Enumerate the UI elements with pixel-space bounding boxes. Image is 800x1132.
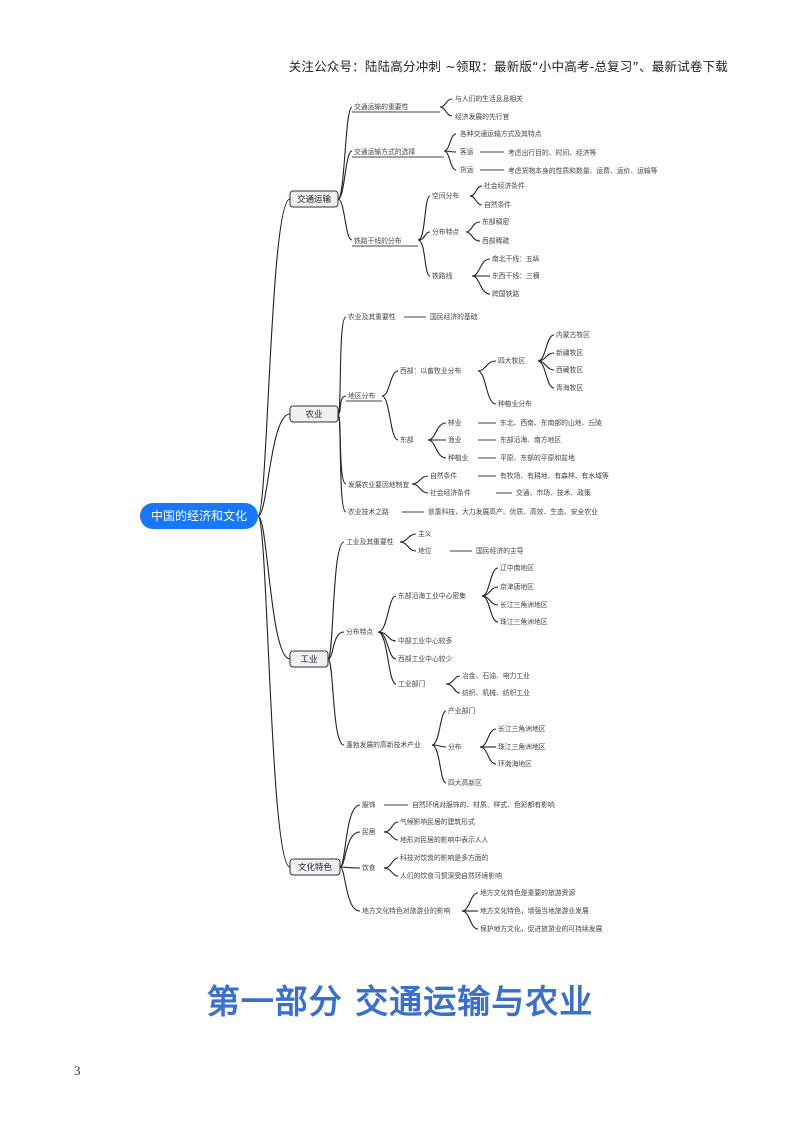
leaf-text: 农业及其重要性 xyxy=(348,312,396,321)
leaf-text: 四大牧区 xyxy=(498,356,525,365)
leaf-text: 社会经济条件 xyxy=(484,181,525,190)
leaf-text: 京津唐地区 xyxy=(500,582,534,591)
leaf-text: 西部：以畜牧业分布 xyxy=(400,366,461,375)
leaf-text: 国民经济的基础 xyxy=(430,312,478,321)
leaf-text: 东北、西南、东南部的山地、丘陵 xyxy=(500,418,602,427)
leaf-text: 分布特点 xyxy=(432,227,459,236)
leaf-text: 跨国铁路 xyxy=(492,289,519,298)
leaf-text: 新疆牧区 xyxy=(556,348,583,357)
leaf-text: 经济发展的先行官 xyxy=(455,112,510,121)
leaf-text: 种植业分布 xyxy=(498,399,532,408)
culture-leaves: 服饰 自然环境对服饰的、材质、样式、色彩都有影响 民居 气候影响民居的建筑形式 … xyxy=(362,800,603,933)
leaf-text: 东部稠密 xyxy=(482,217,509,226)
leaf-text: 自然条件 xyxy=(484,200,511,209)
leaf-text: 平原、东部的平原和盆地 xyxy=(500,453,575,462)
leaf-text: 产业部门 xyxy=(448,706,475,715)
leaf-text: 东部 xyxy=(400,435,414,444)
leaf-text: 空间分布 xyxy=(432,191,459,200)
leaf-text: 蓬勃发展的高新技术产业 xyxy=(346,740,421,749)
leaf-text: 货运 xyxy=(460,165,474,174)
leaf-text: 环渤海地区 xyxy=(498,759,532,768)
leaf-text: 地区分布 xyxy=(348,391,375,400)
leaf-text: 纺织、机械、纺织工业 xyxy=(462,688,530,697)
leaf-text: 交通运输方式的选择 xyxy=(354,147,415,156)
agriculture-leaves: 农业及其重要性 国民经济的基础 地区分布 西部：以畜牧业分布 四大牧区 内蒙古牧… xyxy=(346,312,609,516)
page-number: 3 xyxy=(74,1063,81,1078)
leaf-text: 饮食 xyxy=(362,863,376,872)
industry-leaves: 工业及其重要性 主义 地位 国民经济的主导 分布特点 东部沿海工业中心密集 辽中… xyxy=(346,529,548,787)
leaf-text: 分布特点 xyxy=(346,627,373,636)
leaf-text: 民居 xyxy=(362,828,376,836)
leaf-text: 农业技术之路 xyxy=(348,507,389,516)
leaf-text: 西部工业中心较少 xyxy=(398,654,453,663)
leaf-text: 冶金、石油、电力工业 xyxy=(462,671,530,680)
leaf-text: 南北干线：五纵 xyxy=(492,254,540,263)
node-industry: 工业 xyxy=(289,650,329,668)
leaf-text: 考虑货物本身的性质和数量、运费、运价、运输等 xyxy=(508,166,658,175)
leaf-text: 珠江三角洲地区 xyxy=(498,742,546,751)
leaf-text: 四大高新区 xyxy=(448,778,482,787)
leaf-text: 东部沿海工业中心密集 xyxy=(398,591,466,600)
leaf-text: 珠江三角洲地区 xyxy=(500,617,548,626)
leaf-text: 社会经济条件 xyxy=(430,488,471,497)
leaf-text: 自然环境对服饰的、材质、样式、色彩都有影响 xyxy=(412,800,555,809)
node-transport: 交通运输 xyxy=(289,190,339,208)
leaf-text: 交通运输的重要性 xyxy=(354,102,409,111)
leaf-text: 种植业 xyxy=(448,453,469,462)
leaf-text: 地方文化特色，增强当地旅游业发展 xyxy=(480,906,589,915)
leaf-text: 铁路线 xyxy=(432,271,453,280)
section-title: 第一部分 交通运输与农业 xyxy=(206,982,594,1021)
leaf-text: 发展农业要因地制宜 xyxy=(348,480,409,489)
leaf-text: 与人们的生活息息相关 xyxy=(455,94,523,103)
header-note: 关注公众号：陆陆高分冲刺 ~领取：最新版“小中高考-总复习”、最新试卷下载 xyxy=(288,59,728,74)
leaf-text: 铁路干线的分布 xyxy=(354,236,402,245)
leaf-text: 辽中南地区 xyxy=(500,563,534,572)
leaf-text: 地位 xyxy=(418,546,432,555)
leaf-text: 客运 xyxy=(460,147,474,156)
node-agriculture-label: 农业 xyxy=(305,409,322,420)
leaf-text: 国民经济的主导 xyxy=(476,546,524,555)
leaf-text: 服饰 xyxy=(362,800,376,809)
mind-map: 中国的经济和文化 交通运输 农业 工业 文化特色 交通运输的重要性 与人们的生活… xyxy=(140,94,658,933)
node-agriculture: 农业 xyxy=(289,405,339,423)
leaf-text: 人们的饮食习惯深受自然环境影响 xyxy=(400,871,502,880)
transport-leaves: 交通运输的重要性 与人们的生活息息相关 经济发展的先行官 交通运输方式的选择 各… xyxy=(352,94,658,298)
leaf-text: 有牧场、有耕地、有森林、有水域等 xyxy=(500,471,609,480)
node-transport-label: 交通运输 xyxy=(297,194,332,205)
leaf-text: 青海牧区 xyxy=(556,383,583,392)
leaf-text: 各种交通运输方式及其特点 xyxy=(460,129,542,138)
leaf-connectors xyxy=(377,98,555,930)
node-culture: 文化特色 xyxy=(289,858,341,876)
leaf-text: 自然条件 xyxy=(430,471,457,480)
root-node: 中国的经济和文化 xyxy=(140,503,258,529)
leaf-text: 地形对民居的影响中表示人人 xyxy=(400,835,489,844)
leaf-text: 主义 xyxy=(418,529,432,538)
leaf-text: 考虑出行目的、时间、经济等 xyxy=(508,148,597,157)
leaf-text: 交通、市场、技术、政策 xyxy=(516,488,591,497)
leaf-text: 中部工业中心较多 xyxy=(398,636,453,645)
leaf-text: 西藏牧区 xyxy=(556,365,583,374)
leaf-text: 东部沿海、南方地区 xyxy=(500,435,561,444)
node-culture-label: 文化特色 xyxy=(298,862,333,873)
root-connectors xyxy=(257,198,291,868)
leaf-text: 西部稀疏 xyxy=(482,236,509,245)
leaf-text: 长江三角洲地区 xyxy=(498,724,546,733)
leaf-text: 林业 xyxy=(448,418,462,427)
leaf-text: 工业部门 xyxy=(398,679,425,688)
node-industry-label: 工业 xyxy=(300,654,317,665)
leaf-text: 东西干线：三横 xyxy=(492,271,540,280)
leaf-text: 内蒙古牧区 xyxy=(556,330,590,339)
leaf-text: 保护地方文化，促进旅游业的可持续发展 xyxy=(480,924,603,933)
branch-connectors xyxy=(327,106,361,912)
leaf-text: 依靠科技，大力发展高产、优质、高效、生态、安全农业 xyxy=(428,507,598,516)
leaf-text: 科技对饮食的影响是多方面的 xyxy=(400,853,489,862)
leaf-text: 工业及其重要性 xyxy=(346,537,394,546)
leaf-text: 渔业 xyxy=(448,435,462,444)
leaf-text: 地方文化特色是重要的旅游资源 xyxy=(480,888,575,897)
leaf-text: 分布 xyxy=(448,742,462,751)
leaf-text: 气候影响民居的建筑形式 xyxy=(400,817,475,826)
root-label: 中国的经济和文化 xyxy=(151,508,247,523)
leaf-text: 地方文化特色对旅游业的影响 xyxy=(362,906,451,915)
leaf-text: 长江三角洲地区 xyxy=(500,600,548,609)
